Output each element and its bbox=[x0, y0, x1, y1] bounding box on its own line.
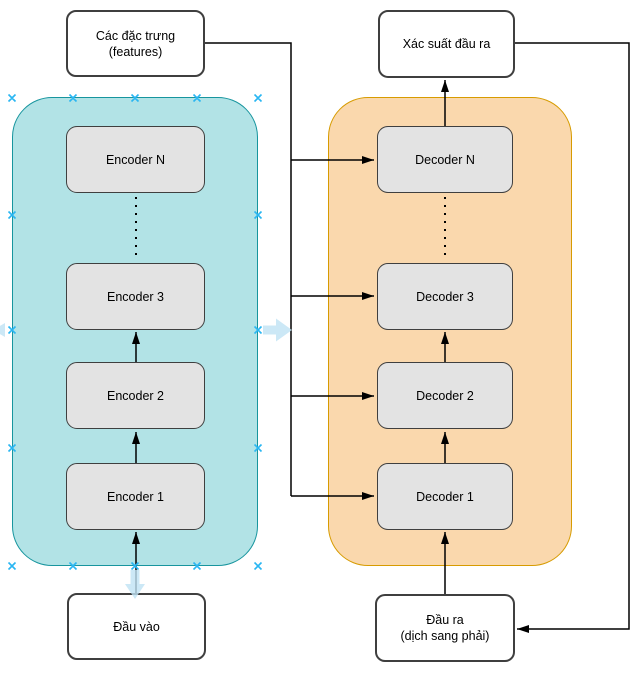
node-encoder-2[interactable]: Encoder 2 bbox=[66, 362, 205, 429]
node-encoder-1[interactable]: Encoder 1 bbox=[66, 463, 205, 530]
node-decoder-2-label: Decoder 2 bbox=[416, 388, 474, 403]
box-output-probability-label: Xác suất đầu ra bbox=[402, 37, 491, 51]
box-features[interactable]: Các đặc trưng (features) bbox=[66, 10, 205, 77]
connector-probability-to-output-loop[interactable] bbox=[515, 42, 630, 633]
node-encoder-3-label: Encoder 3 bbox=[107, 289, 164, 304]
box-features-line1: Các đặc trưng bbox=[95, 28, 176, 43]
node-decoder-3[interactable]: Decoder 3 bbox=[377, 263, 513, 330]
node-decoder-1[interactable]: Decoder 1 bbox=[377, 463, 513, 530]
box-input[interactable]: Đầu vào bbox=[67, 593, 206, 660]
box-features-line2: (features) bbox=[108, 44, 163, 59]
node-decoder-1-label: Decoder 1 bbox=[416, 489, 474, 504]
box-output[interactable]: Đầu ra (dịch sang phải) bbox=[375, 594, 515, 662]
connector-features-bus[interactable] bbox=[205, 42, 292, 496]
node-encoder-2-label: Encoder 2 bbox=[107, 388, 164, 403]
node-encoder-3[interactable]: Encoder 3 bbox=[66, 263, 205, 330]
box-input-label: Đầu vào bbox=[113, 619, 160, 634]
node-decoder-n[interactable]: Decoder N bbox=[377, 126, 513, 193]
node-encoder-n-label: Encoder N bbox=[105, 152, 166, 167]
node-decoder-n-label: Decoder N bbox=[415, 152, 475, 167]
node-encoder-1-label: Encoder 1 bbox=[107, 489, 164, 504]
node-decoder-2[interactable]: Decoder 2 bbox=[377, 362, 513, 429]
box-output-line1: Đầu ra bbox=[426, 613, 464, 627]
box-output-line2: (dịch sang phải) bbox=[400, 629, 490, 643]
node-decoder-3-label: Decoder 3 bbox=[416, 289, 474, 304]
node-encoder-n[interactable]: Encoder N bbox=[66, 126, 205, 193]
box-output-probability[interactable]: Xác suất đầu ra bbox=[378, 10, 515, 78]
